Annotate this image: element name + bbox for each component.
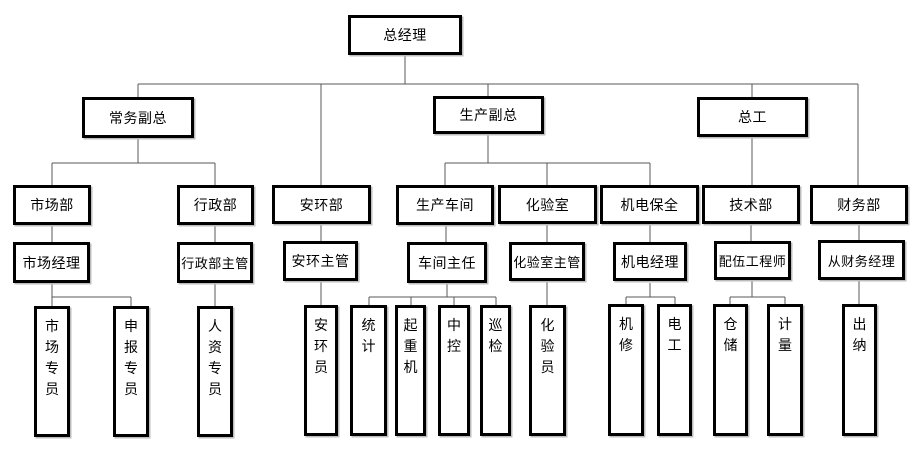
- org-node-lab-supervisor: 化验室主管: [509, 242, 585, 281]
- org-node-market-specialist: 市场专员: [34, 306, 70, 437]
- org-node-mechanic: 机修: [608, 304, 644, 436]
- org-node-mech-elec-manager: 机电经理: [613, 242, 687, 281]
- org-node-safety-env-dept: 安环部: [272, 185, 371, 224]
- org-node-laboratory: 化验室: [498, 185, 597, 224]
- org-node-executive-deputy-gm: 常务副总: [82, 97, 194, 138]
- org-node-marketing-manager: 市场经理: [13, 242, 90, 283]
- org-node-chief-engineer: 总工: [697, 97, 808, 137]
- org-node-metering: 计量: [767, 304, 803, 436]
- org-node-marketing-dept: 市场部: [13, 185, 91, 225]
- org-node-safety-env-supervisor: 安环主管: [283, 241, 358, 281]
- org-node-cashier: 出纳: [842, 304, 877, 436]
- org-node-electrician: 电工: [657, 304, 692, 436]
- connector-level3: [51, 224, 860, 242]
- org-node-finance-manager: 从财务经理: [818, 240, 905, 280]
- org-node-declaration-specialist: 申报专员: [113, 306, 149, 437]
- org-node-hr-specialist: 人资专员: [197, 306, 233, 437]
- org-node-lab-technician: 化验员: [529, 305, 566, 436]
- org-node-patrol-inspection: 巡检: [480, 305, 511, 436]
- org-node-formulation-engineer: 配伍工程师: [714, 241, 791, 280]
- org-node-safety-env-officer: 安环员: [304, 305, 338, 436]
- org-node-tech-dept: 技术部: [702, 185, 800, 224]
- org-node-general-manager: 总经理: [348, 15, 462, 55]
- org-node-admin-supervisor: 行政部主管: [177, 242, 253, 283]
- org-node-workshop-director: 车间主任: [407, 242, 487, 283]
- org-node-statistics: 统计: [350, 305, 387, 436]
- org-node-mech-elec-maintenance: 机电保全: [600, 185, 699, 224]
- org-node-admin-dept: 行政部: [177, 185, 254, 225]
- connector-level1: [137, 55, 859, 185]
- org-node-production-workshop: 生产车间: [396, 185, 494, 225]
- connector-level2: [51, 134, 753, 185]
- org-node-finance-dept: 财务部: [810, 185, 908, 224]
- org-node-crane-operator: 起重机: [395, 305, 426, 436]
- org-node-production-deputy-gm: 生产副总: [433, 96, 544, 134]
- org-node-central-control: 中控: [438, 305, 470, 436]
- connector-level4: [51, 280, 860, 306]
- org-node-warehouse: 仓储: [713, 304, 748, 436]
